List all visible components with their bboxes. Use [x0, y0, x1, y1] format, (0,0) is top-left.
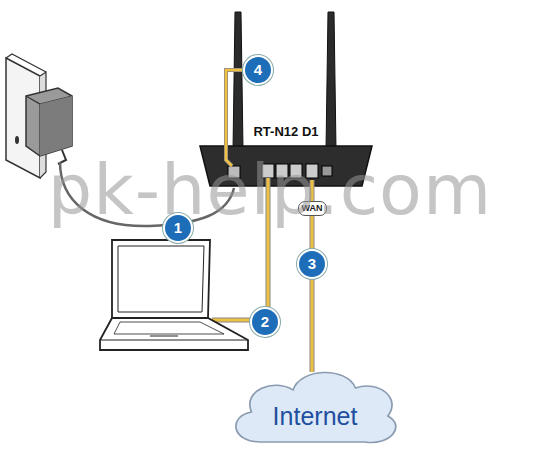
internet-cloud: Internet [226, 362, 404, 450]
model-name: RT-N12 D1 [196, 124, 376, 139]
callout-number: 3 [297, 249, 327, 279]
callout-number: 2 [250, 307, 280, 337]
watermark: pk-help.com [48, 149, 492, 231]
laptop [100, 240, 248, 350]
cloud-label: Internet [226, 402, 404, 431]
callout-number: 4 [243, 55, 273, 85]
